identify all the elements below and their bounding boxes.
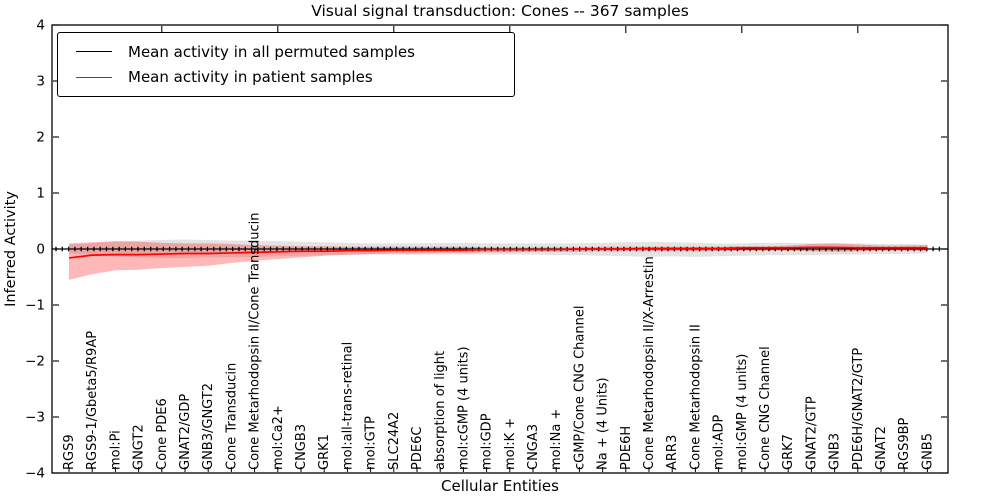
y-tick-label: 2 <box>36 130 45 146</box>
y-tick-label: 0 <box>36 242 45 258</box>
x-tick-label: mol:cGMP (4 units) <box>456 346 471 470</box>
legend-line-swatch-patient-icon <box>76 76 112 78</box>
patient-mean-line <box>68 246 928 259</box>
x-tick-label: GRK1 <box>317 434 332 470</box>
x-tick-label: GNB5 <box>920 433 935 470</box>
x-tick-label: Cone PDE6 <box>155 398 170 470</box>
x-tick-label: mol:Pi <box>108 430 123 470</box>
y-tick-label: −3 <box>25 410 45 426</box>
x-tick-label: GNGT2 <box>132 424 147 470</box>
x-tick-label: absorption of light <box>433 351 448 470</box>
x-tick-label: Na + (4 Units) <box>596 377 611 470</box>
chart-title: Visual signal transduction: Cones -- 367… <box>311 2 689 20</box>
legend-entry-patient: Mean activity in patient samples <box>58 68 514 87</box>
x-tick-label: Cone CNG Channel <box>758 346 773 470</box>
x-tick-label: cGMP/Cone CNG Channel <box>572 306 587 470</box>
x-tick-label: Cone Metarhodopsin II <box>688 324 703 470</box>
x-tick-label: GNAT2 <box>874 426 889 470</box>
x-tick-label: GRK7 <box>781 434 796 470</box>
x-tick-label: mol:ADP <box>712 414 727 470</box>
x-tick-label: mol:K + <box>503 418 518 470</box>
y-tick-label: −4 <box>25 466 45 482</box>
legend-entry-permuted: Mean activity in all permuted samples <box>58 43 514 62</box>
x-tick-label: RGS9 <box>62 434 77 470</box>
x-tick-label: CNGB3 <box>294 424 309 470</box>
x-tick-label: mol:GDP <box>480 413 495 470</box>
x-tick-label: mol:GTP <box>364 416 379 470</box>
x-tick-label: RGS9BP <box>897 417 912 470</box>
y-tick-label: −2 <box>25 354 45 370</box>
x-tick-label: mol:Ca2+ <box>271 405 286 470</box>
legend-label-permuted: Mean activity in all permuted samples <box>128 42 415 61</box>
legend: Mean activity in all permuted samples Me… <box>57 32 515 97</box>
x-tick-label: GNAT2/GDP <box>178 394 193 470</box>
x-tick-label: PDE6H <box>619 426 634 470</box>
y-tick-label: −1 <box>25 298 45 314</box>
y-tick-label: 1 <box>36 186 45 202</box>
y-tick-label: 3 <box>36 74 45 90</box>
x-tick-label: PDE6H/GNAT2/GTP <box>851 348 866 470</box>
x-tick-label: RGS9-1/Gbeta5/R9AP <box>85 331 100 470</box>
x-tick-label: Cone Metarhodopsin II/X-Arrestin <box>642 256 657 470</box>
x-tick-label: GNAT2/GTP <box>804 396 819 470</box>
x-tick-label: CNGA3 <box>526 424 541 470</box>
x-tick-label: SLC24A2 <box>387 412 402 470</box>
plot-frame <box>51 24 949 474</box>
x-tick-label: Cone Transducin <box>224 363 239 470</box>
x-tick-label: mol:Na + <box>549 409 564 470</box>
x-tick-label: GNB3 <box>828 433 843 470</box>
x-axis-label: Cellular Entities <box>441 477 559 495</box>
x-tick-label: mol:GMP (4 units) <box>735 354 750 470</box>
legend-line-swatch-permuted-icon <box>76 51 112 53</box>
x-tick-label: ARR3 <box>665 435 680 470</box>
x-tick-label: PDE6C <box>410 427 425 470</box>
x-tick-label: Cone Metarhodopsin II/Cone Transducin <box>248 213 263 471</box>
y-tick-label: 4 <box>36 18 45 34</box>
x-tick-label: GNB3/GNGT2 <box>201 383 216 470</box>
x-tick-label: mol:all-trans-retinal <box>340 342 355 470</box>
legend-label-patient: Mean activity in patient samples <box>128 67 373 86</box>
